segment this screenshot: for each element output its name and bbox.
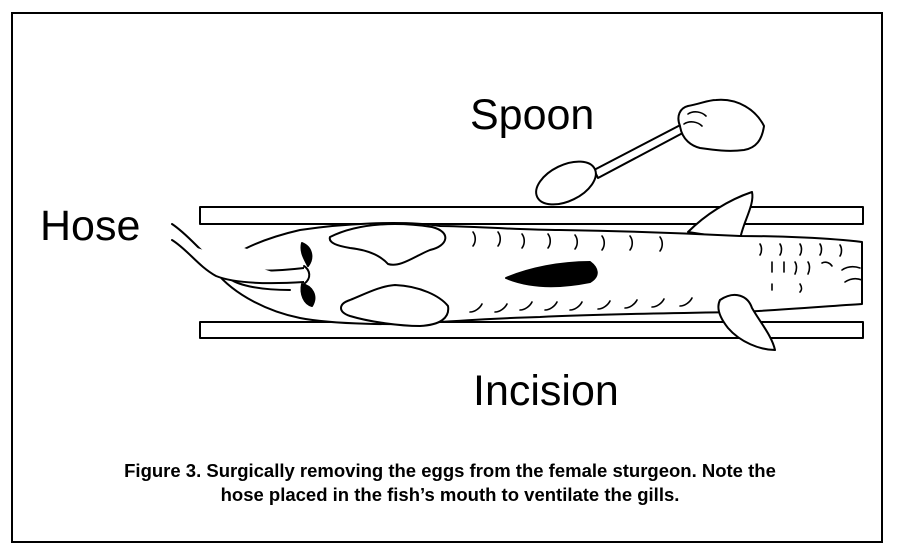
incision-label: Incision — [473, 370, 619, 413]
figure-caption: Figure 3. Surgically removing the eggs f… — [40, 459, 860, 507]
caption-line-2: hose placed in the fish’s mouth to venti… — [40, 483, 860, 507]
spoon-label: Spoon — [470, 94, 594, 137]
caption-line-1: Figure 3. Surgically removing the eggs f… — [40, 459, 860, 483]
hose-label: Hose — [40, 205, 140, 248]
hand — [678, 100, 764, 151]
